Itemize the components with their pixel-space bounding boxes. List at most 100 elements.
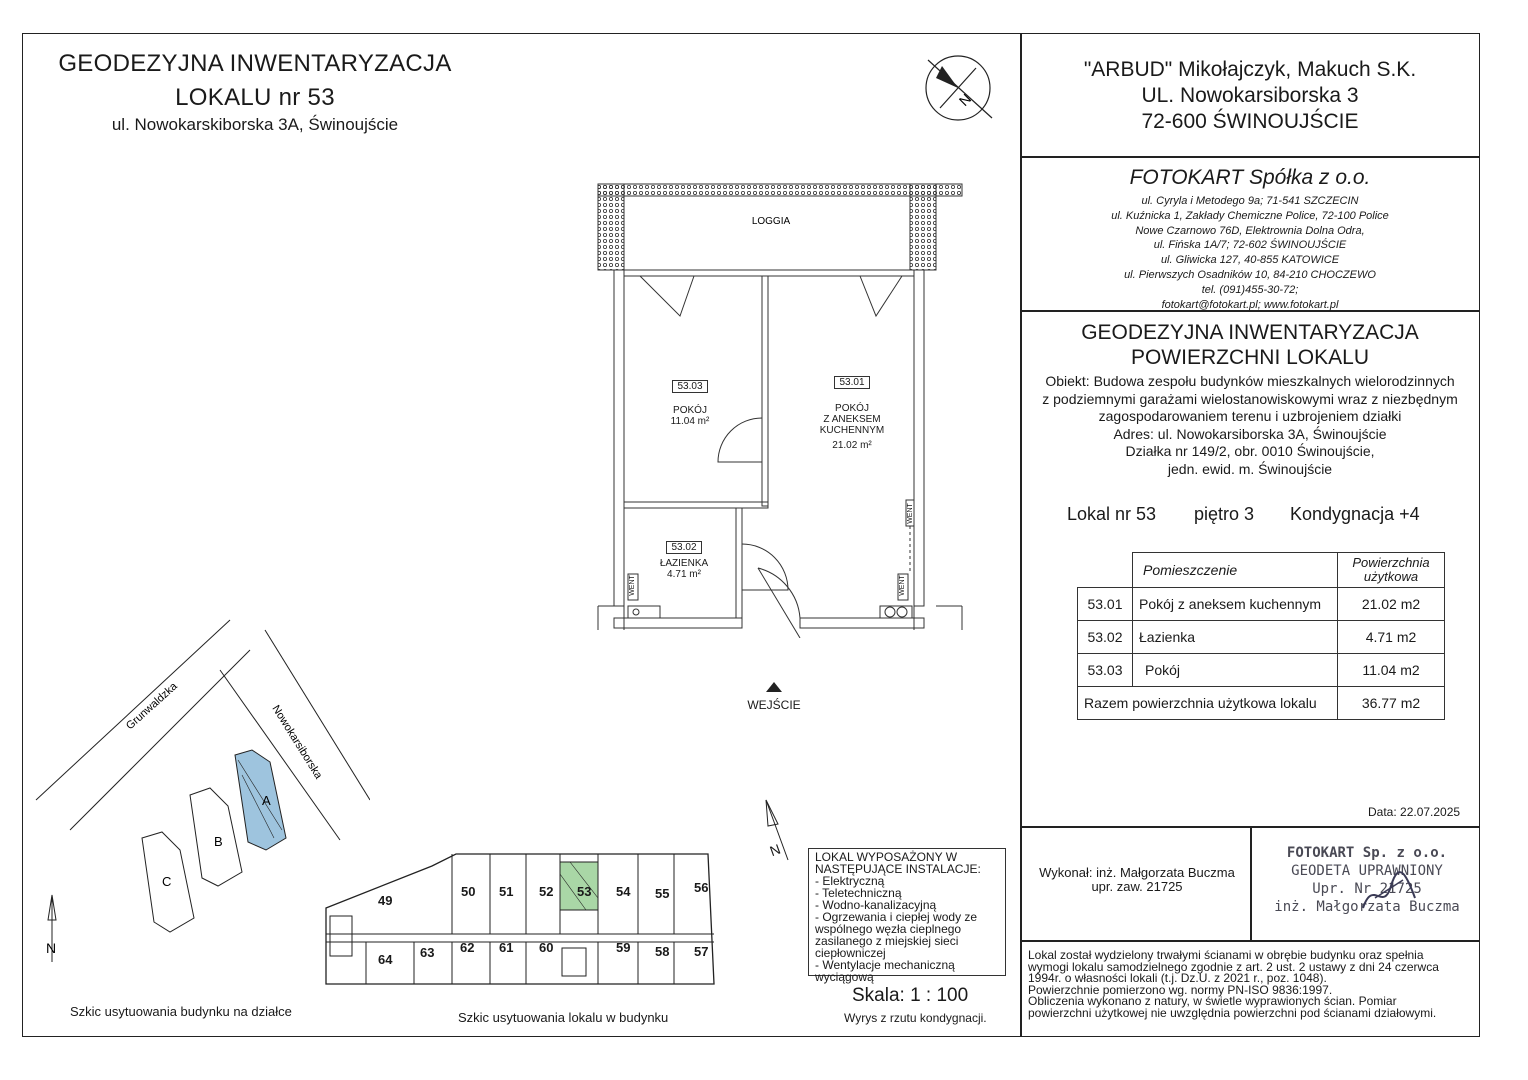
lokal-number: Lokal nr 53 <box>1067 504 1157 524</box>
installation-item: - Wentylacje mechaniczną wyciągową <box>815 958 955 984</box>
floor-sketch-caption: Szkic usytuowania lokalu w budynku <box>458 1010 669 1025</box>
loggia-wall-right <box>909 183 937 271</box>
riser-label-right: WENT <box>906 503 914 524</box>
divider-notes <box>1022 940 1480 942</box>
unit-number: 64 <box>378 952 393 967</box>
header-room: Pomieszczenie <box>1132 552 1338 588</box>
total-label: Razem powierzchnia użytkowa lokalu <box>1077 686 1338 720</box>
unit-number: 49 <box>378 893 393 908</box>
row-num: 53.02 <box>1077 620 1133 654</box>
room1-number: 53.01 <box>834 376 870 389</box>
partition-horizontal <box>623 501 769 509</box>
object-line: Obiekt: Budowa zespołu budynków mieszkal… <box>1045 373 1455 389</box>
owner-line1: "ARBUD" Mikołajczyk, Makuch S.K. <box>1083 58 1417 81</box>
room1-line: KUCHENNYM <box>819 425 885 436</box>
room3-area: 11.04 m² <box>670 416 710 427</box>
room3-name: POKÓJ <box>673 405 707 416</box>
stamp-line4: inż. Małgorzata Buczma <box>1274 899 1460 915</box>
divider-company <box>1020 310 1480 312</box>
table-header-row: Pomieszczenie Powierzchnia użytkowa <box>1077 552 1445 588</box>
building-a-label: A <box>262 793 271 808</box>
row-area: 21.02 m2 <box>1337 587 1445 621</box>
object-line: Adres: ul. Nowokarsiborska 3A, Świnoujśc… <box>1113 425 1387 442</box>
lokal-floor: piętro 3 <box>1194 504 1255 524</box>
note-line: wymogi lokalu samodzielnego zgodnie z ar… <box>1028 959 1439 974</box>
row-area: 4.71 m2 <box>1337 620 1445 654</box>
unit-number: 51 <box>499 884 514 899</box>
floor-sketch <box>325 853 715 985</box>
object-line: z podziemnymi garażami wielostanowiskowy… <box>1042 390 1458 407</box>
row-name: Pokój <box>1132 653 1338 687</box>
company-line: ul. Pierwszych Osadników 10, 84-210 CHOC… <box>1124 268 1376 281</box>
company-line: ul. Gliwicka 127, 40-855 KATOWICE <box>1160 254 1340 267</box>
sketch-north-arrow-icon <box>765 799 789 861</box>
company-line: ul. Cyryla i Metodego 9a; 71-541 SZCZECI… <box>1141 195 1359 207</box>
title-address: ul. Nowokarskiborska 3A, Świnoujście <box>111 115 399 134</box>
building-a <box>234 749 287 851</box>
header-area: Powierzchnia użytkowa <box>1337 552 1445 588</box>
note-line: 1994r. o własności lokali (t.j. Dz.U. z … <box>1028 971 1327 985</box>
company-line: tel. (091)455-30-72; <box>1201 283 1299 296</box>
room1-line: Z ANEKSEM <box>823 414 881 425</box>
north-compass-icon: N <box>925 55 993 121</box>
stair-right-icon <box>561 947 587 977</box>
installation-item: - Ogrzewania i ciepłej wody ze wspólnego… <box>815 910 978 960</box>
lokal-kondygnacja: Kondygnacja +4 <box>1290 504 1420 524</box>
unit-number: 62 <box>460 940 475 955</box>
company-line: fotokart@fotokart.pl; www.fotokart.pl <box>1161 298 1339 311</box>
wall-bottom-left <box>613 617 743 629</box>
door-loggia-left <box>639 275 695 317</box>
company-address-list: ul. Cyryla i Metodego 9a; 71-541 SZCZECI… <box>1022 194 1478 312</box>
room1-line: POKÓJ <box>835 403 869 414</box>
scale-label: Skala: 1 : 100 <box>852 985 969 1006</box>
row-num: 53.03 <box>1077 653 1133 687</box>
wykonal-line2: upr. zaw. 21725 <box>1091 879 1183 894</box>
building-b-label: B <box>214 834 223 849</box>
compass-n-letter: N <box>956 90 974 108</box>
unit-number: 52 <box>539 884 554 899</box>
row-num: 53.01 <box>1077 587 1133 621</box>
company-line: Nowe Czarnowo 76D, Elektrownia Dolna Odr… <box>1135 224 1365 237</box>
title-line2: LOKALU nr 53 <box>175 84 335 111</box>
table-total-row: Razem powierzchnia użytkowa lokalu 36.77… <box>1077 686 1445 720</box>
table-row: 53.03 Pokój 11.04 m2 <box>1077 653 1445 687</box>
unit-number: 54 <box>616 884 631 899</box>
room3-label: 53.03 POKÓJ 11.04 m² <box>650 380 730 427</box>
wykonal-line1: Wykonał: inż. Małgorzata Buczma <box>1039 865 1235 880</box>
date-label: Data: 22.07.2025 <box>1368 805 1461 819</box>
rooms-table: Pomieszczenie Powierzchnia użytkowa 53.0… <box>1077 552 1445 720</box>
room3-number: 53.03 <box>672 380 708 393</box>
owner-line3: 72-600 ŚWINOUJŚCIE <box>1141 110 1359 133</box>
table-row: 53.02 Łazienka 4.71 m2 <box>1077 620 1445 654</box>
company-line: ul. Kuźnicka 1, Zakłady Chemiczne Police… <box>1111 209 1389 222</box>
building-b <box>189 787 243 887</box>
object-line: jedn. ewid. m. Świnoujście <box>1167 460 1333 477</box>
street-grunwaldzka: Grunwaldzka <box>124 680 180 732</box>
stamp-line1: FOTOKART Sp. z o.o. <box>1286 845 1448 861</box>
unit-number: 50 <box>461 884 476 899</box>
note-line: Lokal został wydzielony trwałymi ścianam… <box>1028 948 1424 962</box>
right-panel-divider <box>1020 33 1022 1037</box>
row-name: Pokój z aneksem kuchennym <box>1132 587 1338 621</box>
owner-line2: UL. Nowokarsiborska 3 <box>1141 84 1359 107</box>
unit-number: 63 <box>420 945 435 960</box>
signature-scribble-icon <box>1362 871 1416 909</box>
note-line: Powierzchnie pomierzono wg. normy PN-ISO… <box>1028 982 1333 997</box>
row-name: Łazienka <box>1132 620 1338 654</box>
loggia-wall-left <box>597 183 625 271</box>
unit-number: 59 <box>616 940 631 955</box>
room2-label: 53.02 ŁAZIENKA 4.71 m² <box>644 541 724 580</box>
entrance-arrow-icon <box>766 682 782 692</box>
site-map: Grunwaldzka Nowokarsiborska A B C N <box>35 619 370 962</box>
partition-bath <box>735 507 743 619</box>
total-area: 36.77 m2 <box>1337 686 1445 720</box>
unit-number: 60 <box>539 940 554 955</box>
signature-divider <box>1250 826 1252 940</box>
installations-title: LOKAL WYPOSAŻONY W NASTĘPUJĄCE INSTALACJ… <box>815 850 981 876</box>
room2-number: 53.02 <box>666 541 702 554</box>
notes-block: Lokal został wydzielony trwałymi ścianam… <box>1028 948 1476 1019</box>
door-room <box>717 417 763 463</box>
drawing-sheet <box>22 33 1480 1037</box>
street-nowokarsiborska: Nowokarsiborska <box>269 703 324 782</box>
unit-number: 58 <box>655 944 670 959</box>
